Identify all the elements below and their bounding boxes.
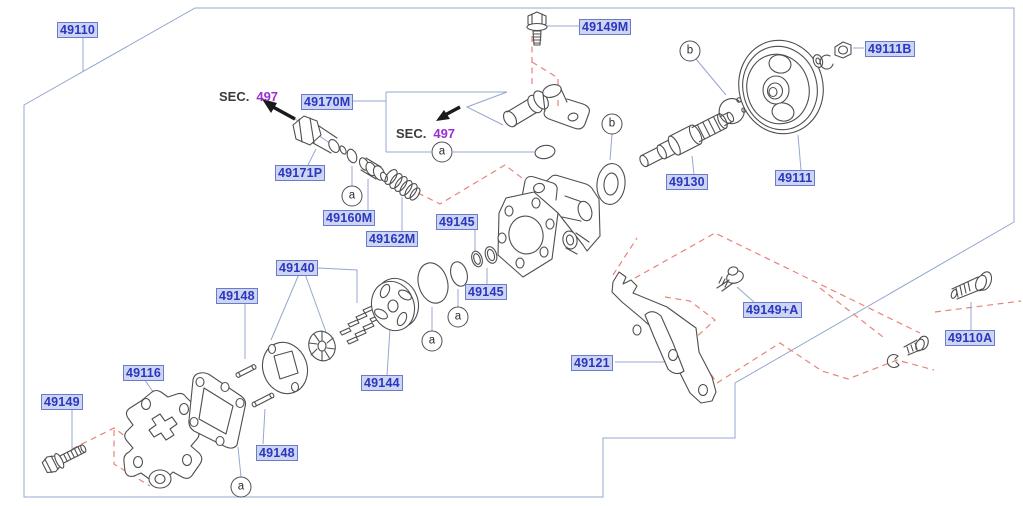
part-label-49149[interactable]: 49149 <box>41 394 83 410</box>
part-label-49121[interactable]: 49121 <box>571 355 613 371</box>
part-label-49130[interactable]: 49130 <box>666 174 708 190</box>
part-connector-assembly <box>502 84 590 130</box>
view-marker-b: b <box>601 113 623 135</box>
part-pulley <box>738 39 824 135</box>
view-marker-a: a <box>230 476 252 498</box>
part-bracket <box>611 271 717 404</box>
part-label-49171P[interactable]: 49171P <box>275 165 326 181</box>
part-seal-rings <box>417 261 468 304</box>
section-number: 497 <box>433 126 456 141</box>
section-reference: SEC. 497 <box>396 126 455 141</box>
view-marker-a: a <box>421 330 443 352</box>
view-marker-a: a <box>431 141 453 163</box>
part-connector-bolt <box>526 11 548 46</box>
part-label-49145[interactable]: 49145 <box>436 214 478 230</box>
part-label-49140[interactable]: 49140 <box>276 260 318 276</box>
part-label-49162M[interactable]: 49162M <box>366 231 419 247</box>
part-oring-banjo <box>534 144 556 160</box>
section-arrow-icon <box>436 105 461 121</box>
part-cover-bolt <box>41 444 87 474</box>
part-rotor-flange <box>261 341 309 395</box>
part-cam-ring <box>370 277 420 332</box>
part-label-49111B[interactable]: 49111B <box>865 41 915 57</box>
diagram-frame <box>23 7 1015 498</box>
part-rear-cover <box>123 389 203 489</box>
part-label-49148[interactable]: 49148 <box>216 288 258 304</box>
section-arrow-icon <box>262 99 296 121</box>
part-valve-spring <box>384 169 421 201</box>
part-label-49111[interactable]: 49111 <box>775 170 816 186</box>
part-gasket <box>188 372 247 449</box>
part-drive-shaft <box>639 111 735 168</box>
part-label-49110[interactable]: 49110 <box>57 22 99 38</box>
part-flow-control-valve <box>358 157 388 183</box>
part-label-49149M[interactable]: 49149M <box>579 19 632 35</box>
view-marker-b: b <box>679 40 701 62</box>
part-label-49116[interactable]: 49116 <box>123 365 165 381</box>
section-number: 497 <box>256 89 279 104</box>
part-rotor <box>308 330 336 362</box>
section-prefix: SEC. <box>219 89 250 104</box>
leader-lines <box>71 25 972 478</box>
part-connector <box>292 115 347 155</box>
part-label-49170M[interactable]: 49170M <box>301 94 354 110</box>
part-bracket-bolt <box>716 266 744 292</box>
part-label-49148[interactable]: 49148 <box>256 445 298 461</box>
section-prefix: SEC. <box>396 126 427 141</box>
part-oring-pair <box>471 246 498 268</box>
part-pump-housing <box>497 174 601 278</box>
section-reference: SEC. 497 <box>219 89 278 104</box>
part-label-49149+A[interactable]: 49149+A <box>743 302 802 318</box>
part-label-49160M[interactable]: 49160M <box>323 210 376 226</box>
part-shaft-seal <box>596 163 626 205</box>
view-marker-a: a <box>341 185 363 207</box>
view-marker-a: a <box>447 306 469 328</box>
part-label-49145[interactable]: 49145 <box>465 284 507 300</box>
part-oring-small <box>346 148 358 164</box>
part-pulley-nut-set <box>812 41 852 70</box>
part-label-49110A[interactable]: 49110A <box>945 330 996 346</box>
part-label-49144[interactable]: 49144 <box>361 375 403 391</box>
part-dowel-pin <box>235 364 275 408</box>
part-mounting-bolts <box>886 271 993 369</box>
